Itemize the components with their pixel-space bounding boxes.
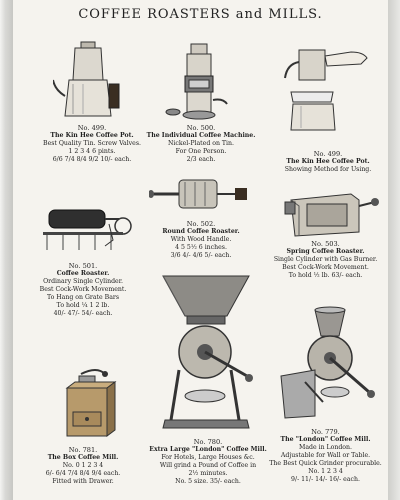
item-sizes: No. 1 2 3 4 <box>308 468 343 475</box>
item-499-method: No. 499. The Kin Hee Coffee Pot. Showing… <box>268 150 388 174</box>
item-779: No. 779. The "London" Coffee Mill. Made … <box>263 428 388 484</box>
item-sizes: 1 2 3 4 6 pints. <box>68 148 116 155</box>
item-name: Extra Large "London" Coffee Mill. <box>149 446 267 453</box>
cylinder-roaster-illustration <box>43 209 132 250</box>
catalogue-page: COFFEE ROASTERS and MILLS. No. 499. The … <box>13 0 388 500</box>
item-description: 2½ minutes. <box>188 470 228 477</box>
item-description: Will grind a Pound of Coffee in <box>159 462 257 469</box>
item-description: To Hang on Grate Bars <box>46 294 120 301</box>
item-name: Spring Coffee Roaster. <box>286 248 365 255</box>
item-name: Round Coffee Roaster. <box>162 228 240 235</box>
box-coffee-mill-illustration <box>65 369 117 437</box>
item-description: Ordinary Single Cylinder. <box>43 278 123 285</box>
coffee-machine-illustration <box>165 43 228 120</box>
round-roaster-illustration <box>149 179 247 209</box>
item-number: No. 502. <box>186 220 216 228</box>
item-sizes: To hold ¼ 1 2 lb. <box>56 302 110 309</box>
item-prices: 40/- 47/- 54/- each. <box>53 310 113 317</box>
item-name: The Individual Coffee Machine. <box>146 132 256 139</box>
item-number: No. 779. <box>311 428 340 436</box>
item-price: No. 5 size. 35/- each. <box>175 478 241 485</box>
item-description: For Hotels, Large Houses &c. <box>161 454 255 461</box>
item-description: Fitted with Drawer. <box>52 478 114 485</box>
item-sizes: No. 0 1 2 3 4 <box>62 462 104 469</box>
item-sizes: 4 5 5½ 6 inches. <box>175 244 227 251</box>
item-price: To hold ½ lb. 63/- each. <box>288 272 363 279</box>
spring-roaster-illustration <box>284 193 379 237</box>
item-description: Best Cock-Work Movement. <box>39 286 127 293</box>
item-number: No. 501. <box>68 262 98 270</box>
item-name: Coffee Roaster. <box>56 270 110 277</box>
page-title: COFFEE ROASTERS and MILLS. <box>78 7 323 22</box>
item-description: Best Quality Tin. Screw Valves. <box>43 140 141 147</box>
item-name: The "London" Coffee Mill. <box>280 436 371 443</box>
item-number: No. 780. <box>193 438 223 446</box>
item-number: No. 781. <box>68 446 98 454</box>
item-prices: 3/6 4/- 4/6 5/- each. <box>170 252 232 259</box>
item-502: No. 502. Round Coffee Roaster. With Wood… <box>131 220 271 260</box>
item-name: The Box Coffee Mill. <box>47 454 119 461</box>
item-description: Showing Method for Using. <box>284 166 372 173</box>
item-name: The Kin Hee Coffee Pot. <box>50 132 134 139</box>
item-781: No. 781. The Box Coffee Mill. No. 0 1 2 … <box>13 446 153 486</box>
item-name: The Kin Hee Coffee Pot. <box>286 158 370 165</box>
item-number: No. 500. <box>186 124 216 132</box>
item-prices: 6/- 6/4 7/4 8/4 9/4 each. <box>45 470 121 477</box>
item-description: Made in London. <box>298 444 352 451</box>
canvas-left-edge <box>0 0 13 500</box>
canvas-right-edge <box>388 0 400 500</box>
item-number: No. 503. <box>311 240 340 248</box>
item-number: No. 499. <box>313 150 343 158</box>
item-description: The Best Quick Grinder procurable. <box>269 460 382 467</box>
item-prices: 6/6 7/4 8/4 9/2 10/- each. <box>52 156 132 163</box>
item-500: No. 500. The Individual Coffee Machine. … <box>131 124 271 164</box>
item-description: Nickel-Plated on Tin. <box>168 140 234 147</box>
item-description: Single Cylinder with Gas Burner. <box>273 256 378 263</box>
item-499: No. 499. The Kin Hee Coffee Pot. Best Qu… <box>17 124 167 164</box>
item-number: No. 499. <box>77 124 107 132</box>
item-780: No. 780. Extra Large "London" Coffee Mil… <box>133 438 283 486</box>
coffee-pot-method-illustration <box>284 49 368 131</box>
coffee-pot-illustration <box>53 41 120 117</box>
london-coffee-mill-illustration <box>280 306 375 419</box>
large-coffee-mill-illustration <box>162 275 253 429</box>
item-description: Best Cock-Work Movement. <box>282 264 369 271</box>
item-description: Adjustable for Wall or Table. <box>280 452 371 459</box>
item-prices: 9/- 11/- 14/- 16/- each. <box>291 476 360 483</box>
item-price: 2/3 each. <box>186 156 216 163</box>
item-503: No. 503. Spring Coffee Roaster. Single C… <box>263 240 388 280</box>
item-description: With Wood Handle. <box>170 236 232 243</box>
item-description: For One Person. <box>175 148 227 155</box>
item-501: No. 501. Coffee Roaster. Ordinary Single… <box>13 262 153 318</box>
